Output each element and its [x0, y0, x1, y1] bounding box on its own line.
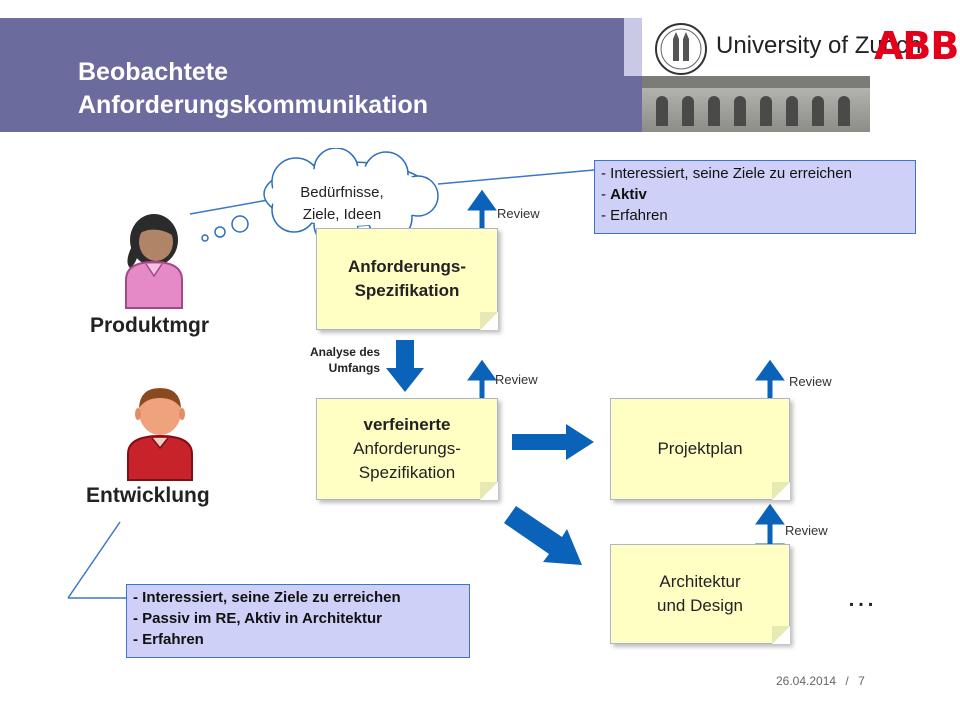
note-architecture: Architektur und Design [610, 544, 790, 644]
note-refined-spec: verfeinerte Anforderungs- Spezifikation [316, 398, 498, 500]
review-label-1: Review [497, 206, 540, 221]
thought-bubble-text: Bedürfnisse, Ziele, Ideen [282, 182, 402, 226]
info-pm-active: Aktiv [610, 186, 647, 203]
footer-date: 26.04.2014 [776, 674, 837, 688]
title-accent [624, 18, 642, 76]
info-development: - Interessiert, seine Ziele zu erreichen… [126, 584, 470, 658]
footer-separator: / [845, 674, 849, 688]
thought-cloud-icon [201, 148, 439, 247]
review-label-2: Review [495, 372, 538, 387]
abb-logo: ABB [874, 24, 959, 68]
product-manager-avatar-icon [125, 214, 183, 309]
to-plan-arrow [512, 424, 594, 460]
info-product-manager: - Interessiert, seine Ziele zu erreichen… [594, 160, 916, 234]
to-arch-arrow [504, 506, 582, 565]
dev-callout-line [67, 521, 121, 599]
footer-page: 7 [858, 674, 865, 688]
info-dev-line1: - Interessiert, seine Ziele zu erreichen [133, 589, 401, 606]
info-pm-line3: - Erfahren [601, 207, 668, 224]
more-ellipsis: … [846, 580, 880, 613]
arch-line1: Architektur [659, 572, 741, 591]
role-product-manager: Produktmgr [90, 314, 210, 337]
university-seal-icon [655, 23, 707, 75]
plan-label: Projektplan [657, 439, 743, 458]
developer-avatar-icon [127, 388, 193, 481]
analysis-label: Analyse des Umfangs [270, 344, 380, 376]
thought-line1: Bedürfnisse, [300, 184, 384, 201]
slide-footer: 26.04.2014 / 7 [776, 674, 865, 688]
university-name: University of Zurich [716, 32, 922, 59]
note-requirements-spec: Anforderungs- Spezifikation [316, 228, 498, 330]
pm-bubble-line [189, 199, 269, 215]
arch-line2: und Design [656, 596, 743, 615]
building-photo [642, 76, 870, 132]
title-band [0, 18, 642, 132]
info-pm-line1: - Interessiert, seine Ziele zu erreichen [601, 165, 852, 182]
page-title: Beobachtete Anforderungskommunikation [78, 56, 638, 122]
thought-line2: Ziele, Ideen [302, 206, 382, 223]
info-pm-line2: - Aktiv [601, 186, 647, 203]
role-development: Entwicklung [86, 484, 210, 507]
spec-line1: Anforderungs- [347, 257, 467, 276]
review-label-3: Review [789, 374, 832, 389]
spec-line2: Spezifikation [354, 281, 460, 300]
note-project-plan: Projektplan [610, 398, 790, 500]
review-label-4: Review [785, 523, 828, 538]
refined-line3: Spezifikation [358, 463, 456, 482]
refined-line1: verfeinerte [363, 415, 451, 434]
refined-line2: Anforderungs- [353, 439, 461, 458]
info-dev-line3: - Erfahren [133, 631, 204, 648]
bubble-info-line [437, 169, 595, 185]
page-title-line1: Beobachtete [78, 58, 229, 86]
page-title-line2: Anforderungskommunikation [78, 91, 429, 119]
analysis-line1: Analyse des [309, 345, 380, 359]
analysis-line2: Umfangs [328, 361, 380, 375]
info-dev-line2: - Passiv im RE, Aktiv in Architektur [133, 610, 382, 627]
analysis-arrow [386, 340, 424, 392]
